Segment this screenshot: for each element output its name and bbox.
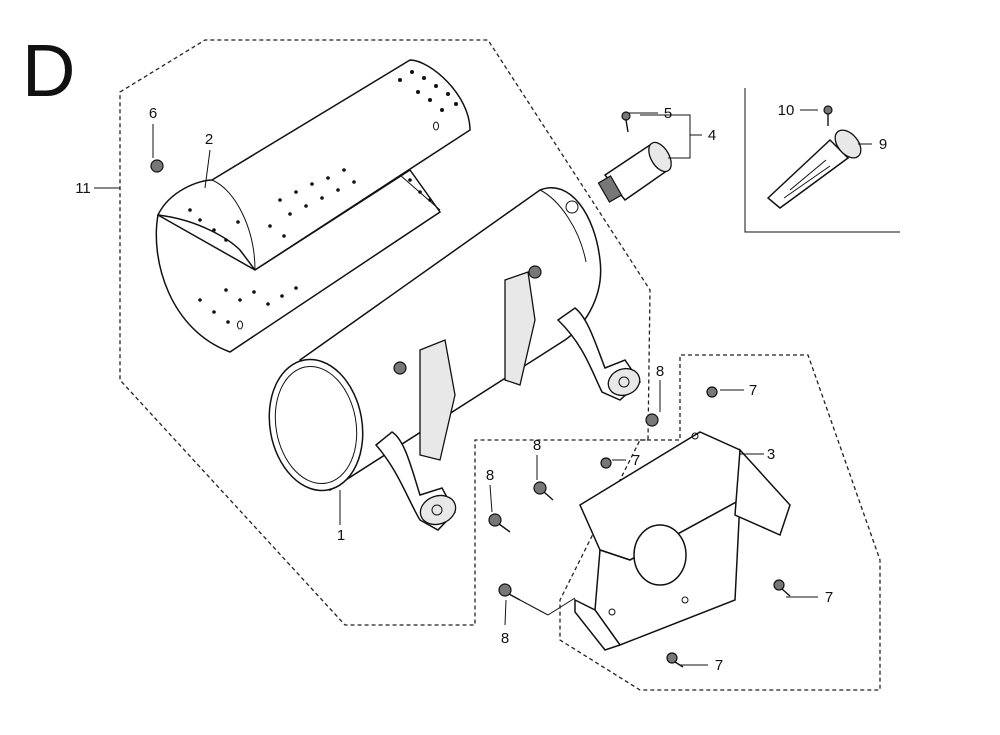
- leader-lines: [94, 109, 872, 666]
- callout-4: 4: [708, 127, 716, 144]
- callout-2: 2: [205, 131, 213, 148]
- assembly-11-outline: [119, 39, 651, 626]
- callout-8a: 8: [656, 363, 664, 380]
- section-letter: D: [22, 29, 75, 112]
- spark-arrester-box: [744, 88, 900, 233]
- bracket-group-outline: [559, 354, 881, 691]
- callout-10: 10: [778, 102, 795, 119]
- callout-8d: 8: [501, 630, 509, 647]
- muffler-bracket: [574, 431, 791, 651]
- callout-8c: 8: [486, 467, 494, 484]
- callout-5: 5: [664, 105, 672, 122]
- screws: [150, 105, 833, 668]
- callout-7c: 7: [825, 589, 833, 606]
- callout-3: 3: [767, 446, 775, 463]
- callout-7d: 7: [715, 657, 723, 674]
- muffler-protector: [155, 59, 471, 353]
- callout-8b: 8: [533, 437, 541, 454]
- callout-1: 1: [337, 527, 345, 544]
- callout-9: 9: [879, 136, 887, 153]
- muffler-body: [268, 187, 641, 531]
- callout-6: 6: [149, 105, 157, 122]
- callout-7a: 7: [749, 382, 757, 399]
- spark-arrester-screen: [766, 129, 862, 209]
- callout-11: 11: [75, 180, 91, 197]
- callout-labels: 1 2 3 4 5 6 7 7 7 7 8 8 8 8 9 10 11: [75, 102, 887, 674]
- spark-arrester-cap: [597, 141, 672, 203]
- callout-7b: 7: [632, 452, 640, 469]
